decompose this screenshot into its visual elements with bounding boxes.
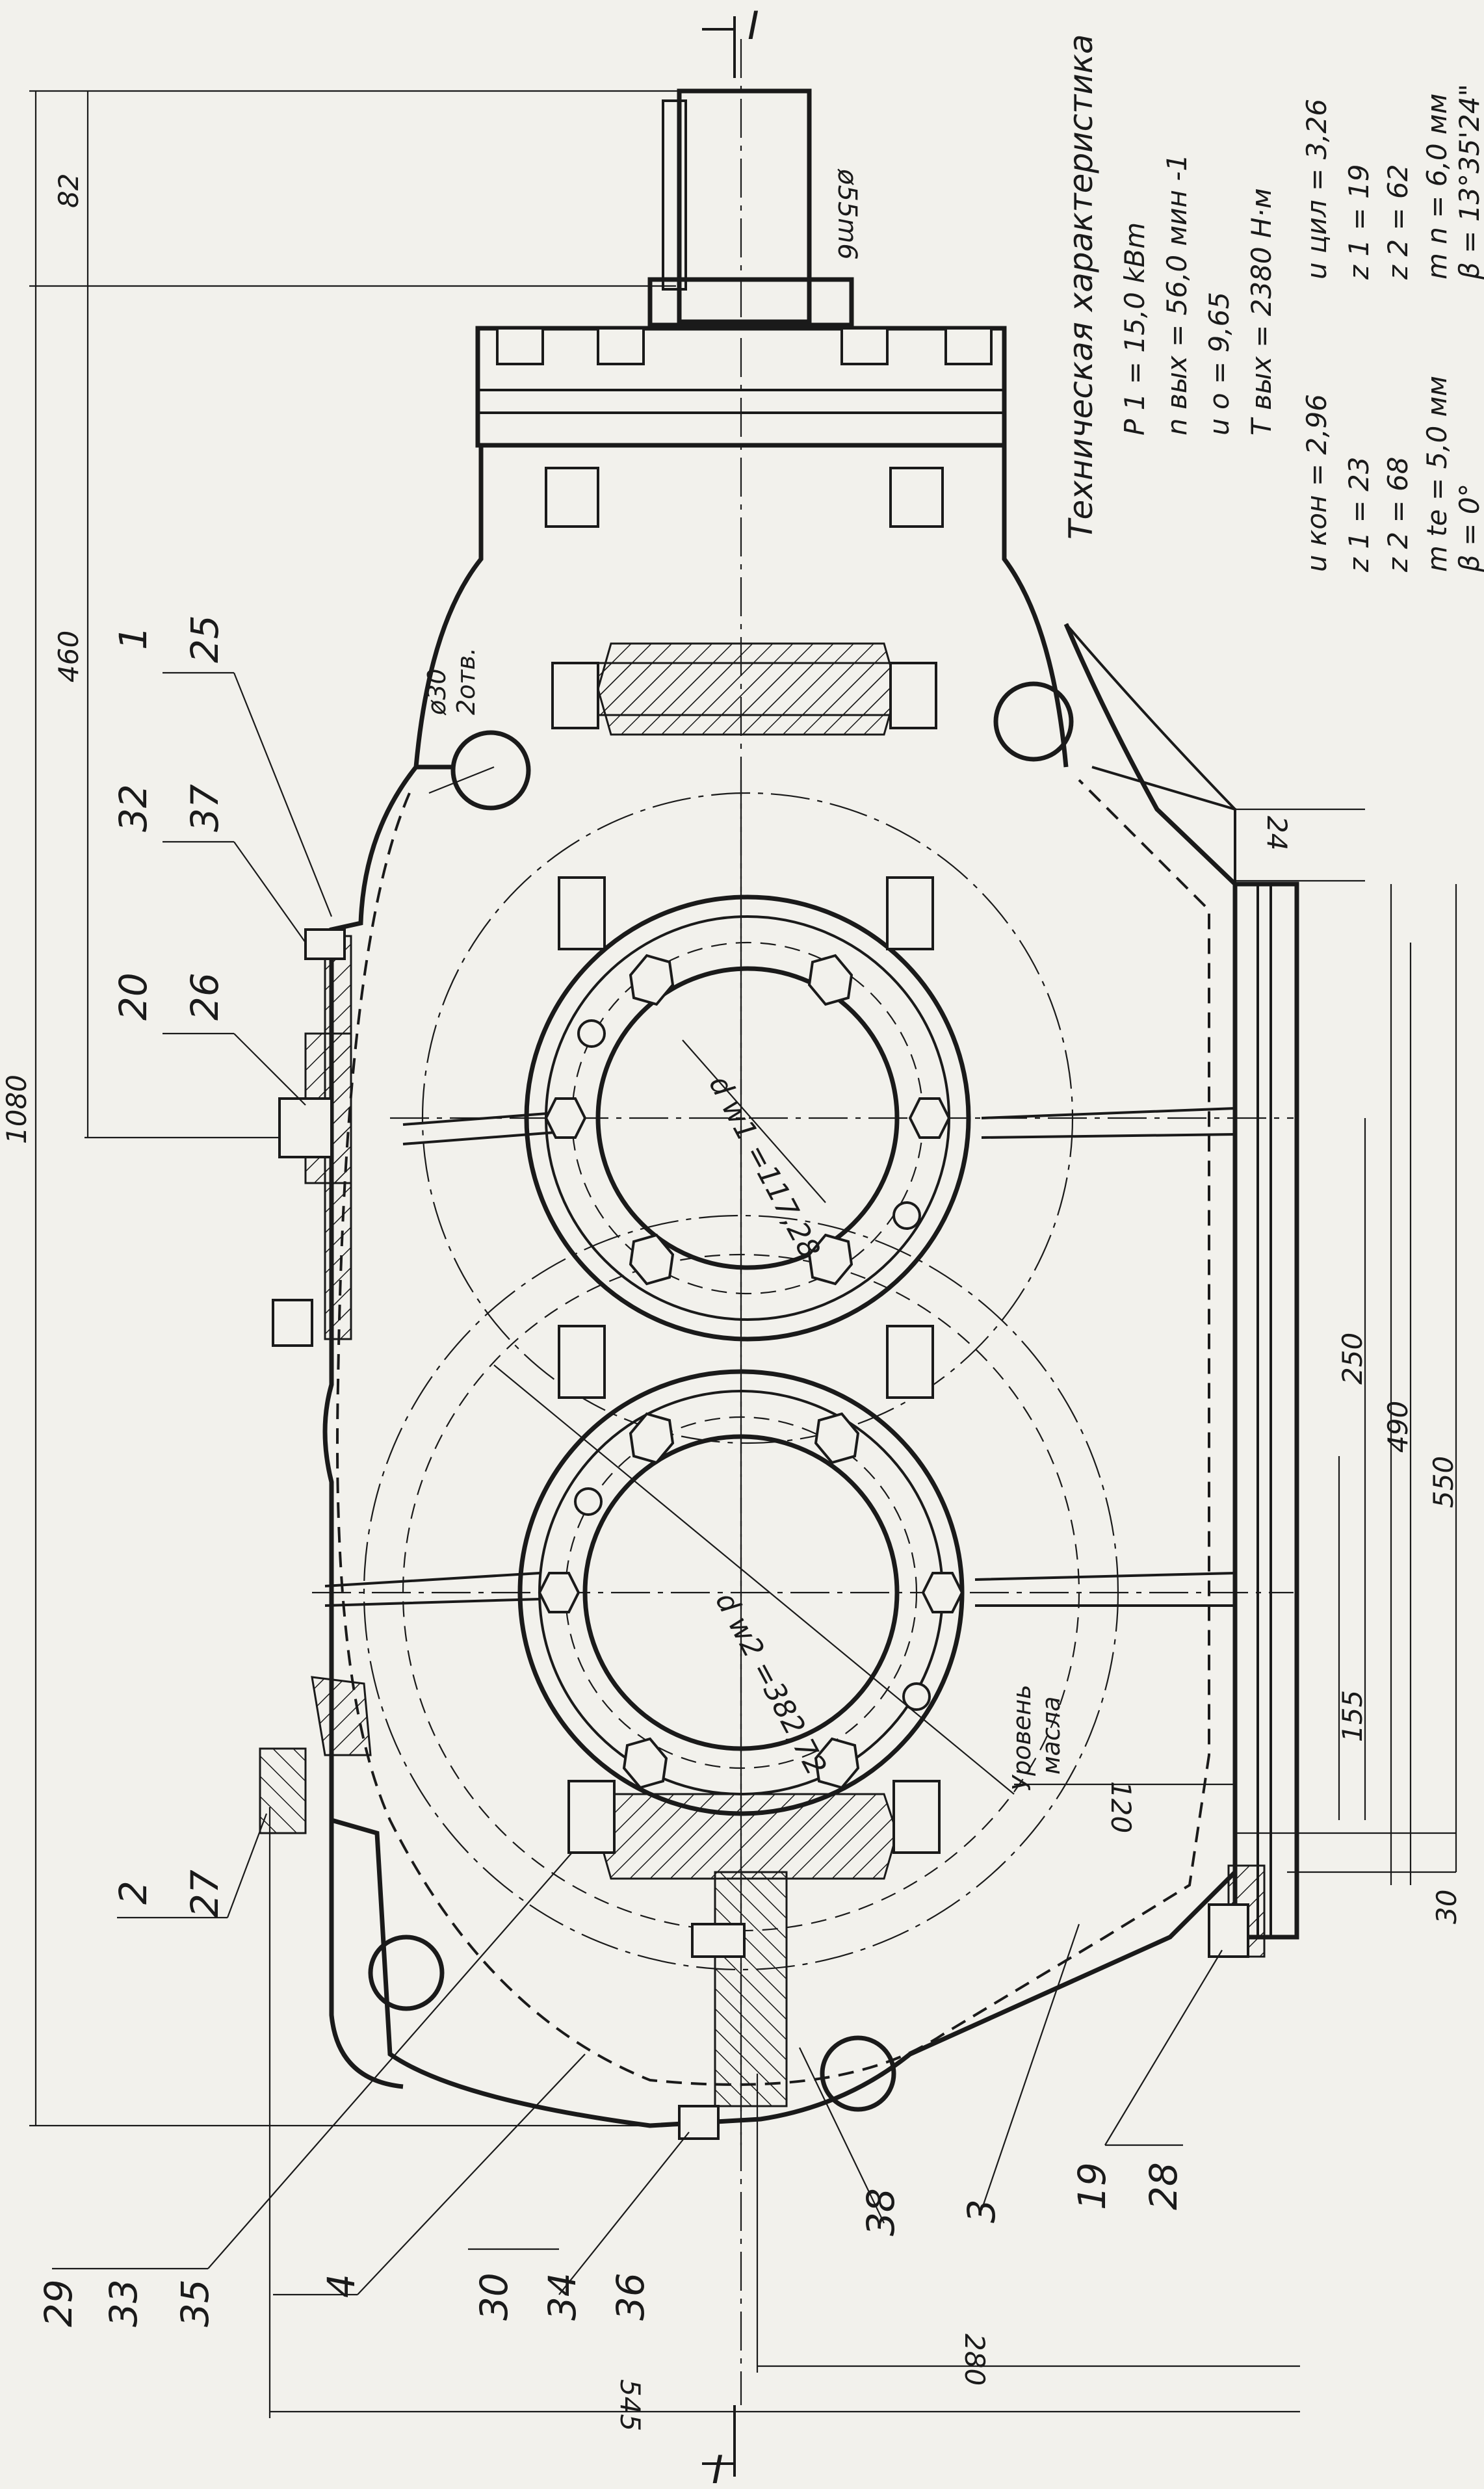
dim-82: 82: [53, 174, 85, 208]
dim-24: 24: [1261, 816, 1293, 850]
dim-1080: 1080: [1, 1075, 33, 1144]
spec-ucil: u цил = 3,26: [1301, 99, 1333, 280]
section-mark-bottom: I: [702, 2405, 736, 2489]
callout-19: 19: [1070, 2162, 1114, 2210]
leader-lines: [52, 671, 1223, 2296]
dim-120: 120: [1105, 1781, 1137, 1833]
spec-mn: m n = 6,0 мм: [1421, 94, 1453, 280]
dim-hole-dia: ø30: [423, 668, 451, 716]
callout-1: 1: [111, 626, 155, 650]
spec-z2b: z 2 = 62: [1382, 164, 1414, 280]
spec-beta-b: β = 13°35'24": [1453, 84, 1484, 280]
dim-dw1: d w1 =117,28: [702, 1070, 826, 1264]
spec-p1: P 1 = 15,0 kBm: [1119, 222, 1151, 436]
callout-20: 20: [111, 972, 155, 1021]
dim-460: 460: [53, 631, 85, 683]
spec-mte: m te = 5,0 мм: [1421, 376, 1453, 572]
spec-nout: n вых = 56,0 мин -1: [1161, 154, 1193, 436]
spec-uo: u o = 9,65: [1203, 292, 1235, 436]
fasteners: [272, 327, 1249, 2140]
callout-2: 2: [111, 1881, 155, 1905]
callout-27: 27: [183, 1870, 227, 1918]
spec-beta-a: β = 0°: [1453, 484, 1484, 573]
technical-specification: Техническая характеристика P 1 = 15,0 kB…: [1062, 34, 1484, 573]
callout-32: 32: [111, 784, 155, 832]
callout-37: 37: [183, 784, 227, 832]
dimension-lines: [29, 90, 1457, 2418]
callout-3: 3: [959, 2199, 1004, 2223]
callout-4: 4: [319, 2274, 363, 2298]
dim-155: 155: [1336, 1690, 1368, 1742]
spec-title: Техническая характеристика: [1062, 34, 1100, 540]
dim-490: 490: [1382, 1401, 1414, 1453]
spec-z1a: z 1 = 23: [1343, 457, 1375, 573]
housing: [322, 326, 1299, 2128]
callout-36: 36: [608, 2273, 653, 2321]
dim-250: 250: [1336, 1333, 1368, 1385]
callout-30: 30: [472, 2273, 516, 2321]
dim-30: 30: [1431, 1890, 1463, 1924]
section-mark-label: I: [748, 3, 759, 49]
dim-hole-count: 2отв.: [452, 647, 480, 715]
oil-level-label: Уровень масла: [1008, 1684, 1065, 1791]
dim-dw2: d w2 =382,72: [709, 1587, 833, 1780]
callout-26: 26: [183, 972, 227, 1021]
spec-ukon: u кон = 2,96: [1301, 394, 1333, 572]
callout-35: 35: [173, 2279, 217, 2327]
callout-38: 38: [859, 2188, 903, 2236]
callout-33: 33: [101, 2279, 146, 2327]
dim-shaft-dia: ø55m6: [832, 168, 862, 260]
oil-level-line1: Уровень: [1008, 1684, 1036, 1791]
spec-tout: T вых = 2380 H·м: [1245, 188, 1277, 436]
section-mark-label: I: [712, 2447, 723, 2489]
dim-545: 545: [614, 2379, 646, 2431]
spec-z1b: z 1 = 19: [1343, 164, 1375, 280]
callout-34: 34: [540, 2273, 584, 2321]
oil-level-line2: масла: [1037, 1697, 1065, 1775]
spec-z2a: z 2 = 68: [1382, 457, 1414, 573]
dim-550: 550: [1427, 1456, 1459, 1508]
callout-25: 25: [183, 615, 227, 663]
section-mark-top: I: [702, 3, 759, 78]
callout-labels: 1 25 32 37 20 26 2 27 29 33 35 4 30 34 3…: [36, 615, 1186, 2327]
dim-280: 280: [959, 2334, 991, 2386]
split-line: [312, 780, 1294, 2145]
callout-28: 28: [1141, 2162, 1186, 2210]
callout-29: 29: [36, 2279, 81, 2327]
